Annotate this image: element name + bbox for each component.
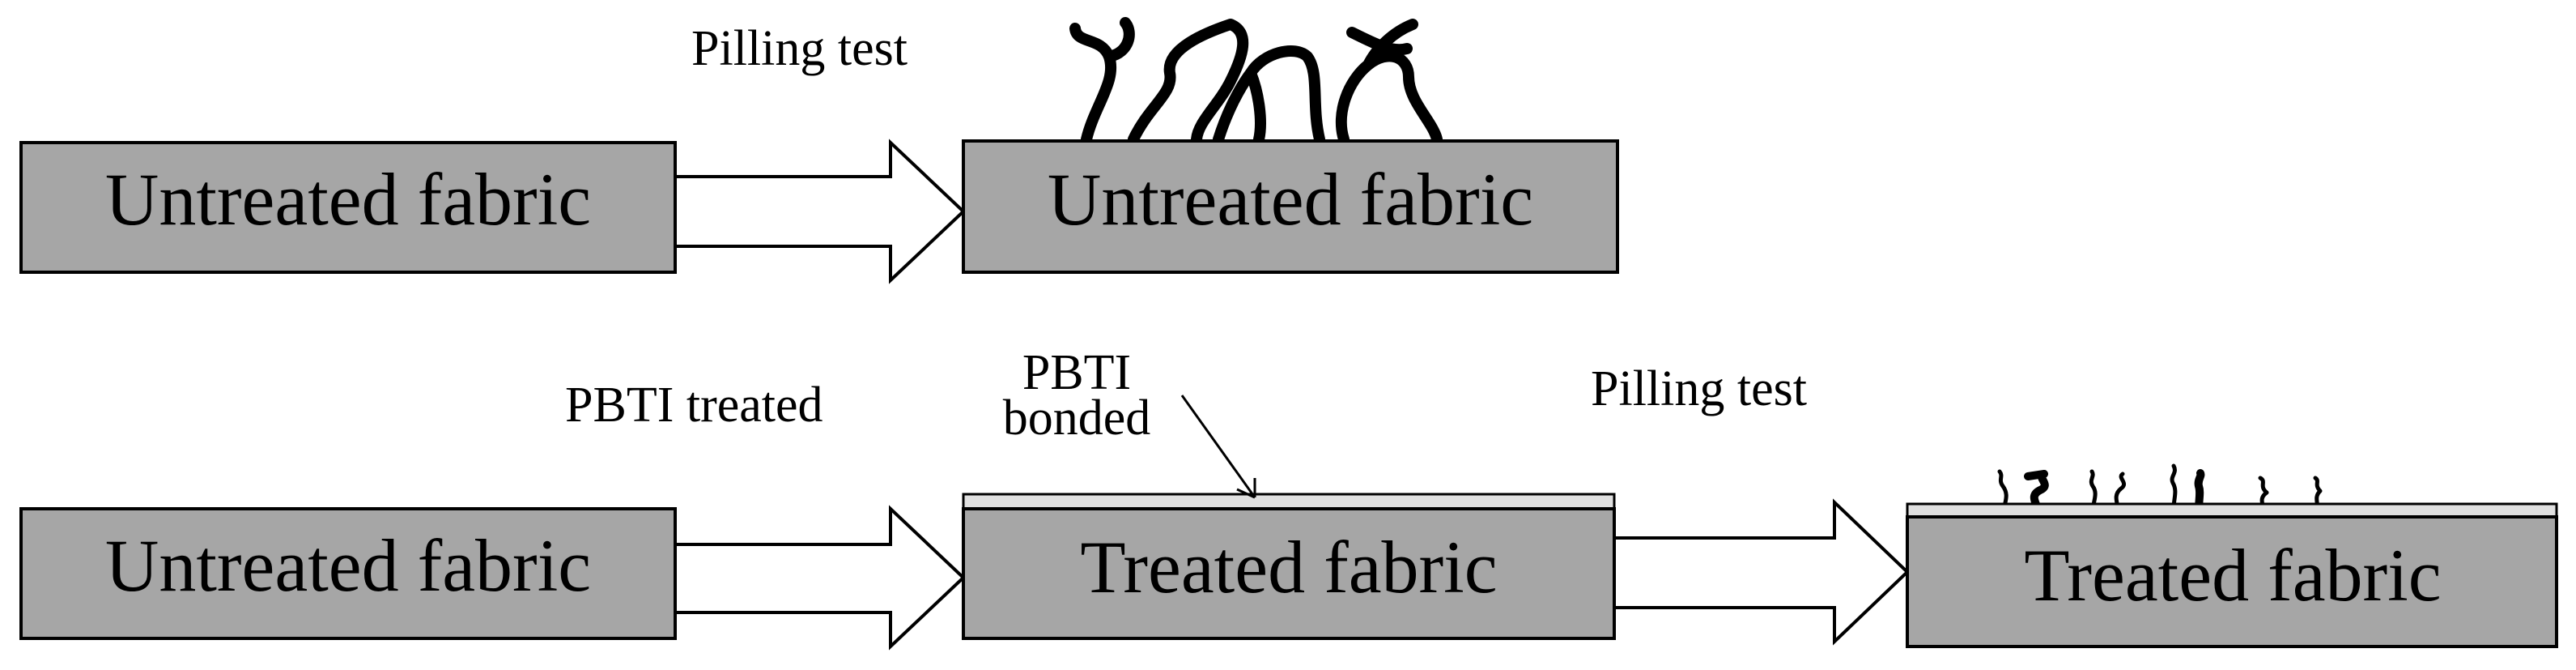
pbti-bonded-label-line1: PBTI	[1022, 345, 1131, 400]
bottom-result-fabric-box	[1906, 515, 2558, 648]
fiber-loop-1	[1069, 17, 1135, 145]
bottom-result-fabric-label: Treated fabric	[2024, 534, 2441, 617]
top-row: Untreated fabric Pilling test Untreated …	[19, 17, 1619, 284]
top-pilling-arrow: Pilling test	[674, 21, 966, 284]
bottom-pilling-arrow-caption: Pilling test	[1591, 361, 1807, 416]
fiber-loop-3	[1213, 45, 1325, 145]
pilled-fibers-large	[1069, 17, 1443, 145]
top-result-fabric: Untreated fabric	[962, 17, 1619, 274]
bottom-treatment-arrow-shape	[674, 505, 966, 651]
top-result-fabric-label: Untreated fabric	[1048, 158, 1533, 241]
top-source-fabric-label: Untreated fabric	[105, 158, 591, 241]
bottom-pilling-arrow-shape	[1613, 498, 1910, 646]
bottom-treatment-arrow: PBTI treated	[565, 378, 966, 651]
fiber-loop-2	[1128, 19, 1249, 145]
bottom-pilling-arrow: Pilling test	[1591, 361, 1910, 646]
bottom-result-fabric: Treated fabric	[1906, 463, 2558, 648]
top-pilling-arrow-caption: Pilling test	[691, 21, 908, 76]
top-result-fabric-box	[962, 139, 1619, 274]
pbti-bonded-pointer-arrow	[1180, 395, 1256, 499]
bottom-middle-fabric-box	[962, 507, 1616, 640]
bottom-middle-fabric: Treated fabric PBTI bonded	[962, 345, 1616, 640]
bottom-treatment-arrow-caption: PBTI treated	[565, 378, 823, 433]
bottom-row: Untreated fabric PBTI treated Treated fa…	[19, 345, 2558, 651]
bottom-source-fabric-label: Untreated fabric	[105, 524, 591, 607]
bottom-source-fabric: Untreated fabric	[19, 507, 677, 640]
bottom-source-fabric-box	[19, 507, 677, 640]
top-source-fabric: Untreated fabric	[19, 141, 677, 274]
pbti-bonded-label-line2: bonded	[1003, 390, 1151, 446]
pbti-coating-layer-middle	[962, 493, 1616, 510]
bottom-middle-fabric-label: Treated fabric	[1080, 526, 1497, 608]
pbti-coating-layer-result	[1906, 502, 2558, 519]
fiber-loop-4	[1335, 19, 1443, 145]
top-source-fabric-box	[19, 141, 677, 274]
top-pilling-arrow-shape	[674, 139, 966, 284]
